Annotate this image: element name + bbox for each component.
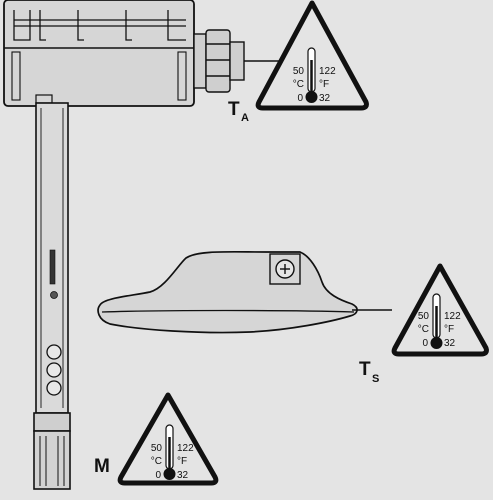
- celsius-unit: °C: [418, 324, 429, 335]
- celsius-unit: °C: [293, 79, 304, 90]
- cable-gland: [193, 29, 284, 93]
- label-m: M: [94, 456, 110, 477]
- fahrenheit-min: 32: [444, 338, 456, 349]
- fahrenheit-unit: °F: [177, 456, 187, 467]
- temperature-range-sign-a: 50 °C 0 122 °F 32: [255, 0, 369, 111]
- fahrenheit-max: 122: [444, 311, 461, 322]
- label-ts: T: [359, 359, 371, 380]
- label-ta-subscript: A: [241, 112, 249, 124]
- thermometer-icon: [305, 47, 318, 103]
- label-ta: T: [228, 99, 240, 120]
- sensor-housing: [3, 0, 195, 107]
- celsius-min: 0: [297, 93, 303, 104]
- celsius-unit: °C: [151, 456, 162, 467]
- celsius-max: 50: [293, 66, 305, 77]
- temperature-range-sign-m: 50 °C 0 122 °F 32: [117, 392, 219, 486]
- label-ts-subscript: S: [372, 373, 379, 385]
- fahrenheit-max: 122: [319, 66, 336, 77]
- celsius-min: 0: [155, 470, 161, 481]
- fahrenheit-unit: °F: [319, 79, 329, 90]
- thermometer-icon: [430, 293, 443, 349]
- thermometer-icon: [163, 424, 176, 480]
- fahrenheit-max: 122: [177, 443, 194, 454]
- fahrenheit-min: 32: [177, 470, 189, 481]
- celsius-max: 50: [151, 443, 163, 454]
- fahrenheit-min: 32: [319, 93, 331, 104]
- celsius-max: 50: [418, 311, 430, 322]
- temperature-range-sign-s: 50 °C 0 122 °F 32: [391, 263, 489, 357]
- surface-sensor: [97, 250, 392, 334]
- celsius-min: 0: [422, 338, 428, 349]
- probe-stem: [33, 102, 71, 490]
- fahrenheit-unit: °F: [444, 324, 454, 335]
